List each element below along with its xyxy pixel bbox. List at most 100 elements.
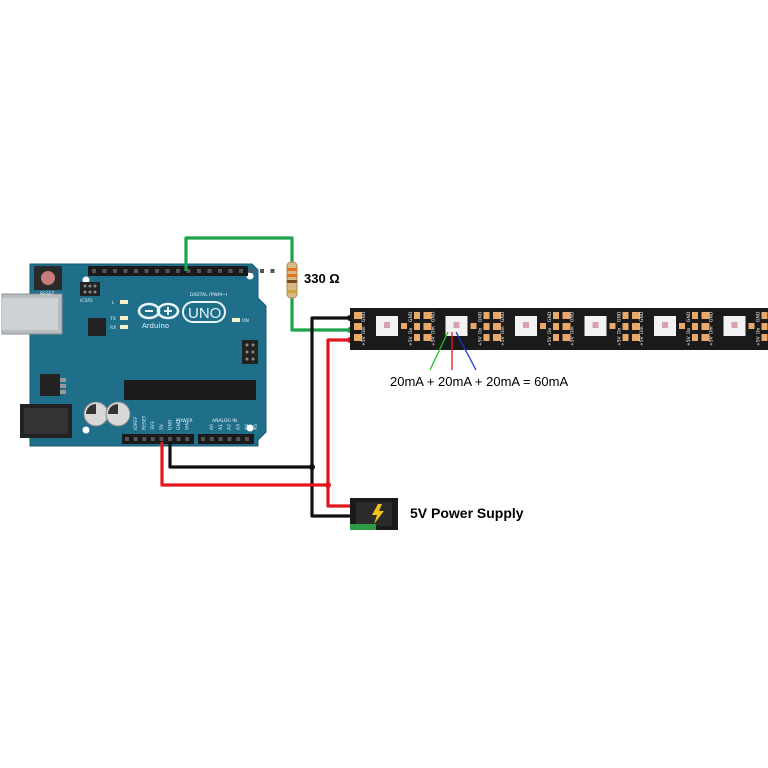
strip-pad [632, 334, 640, 341]
power-supply-jack [350, 498, 398, 530]
pad-label: GND [500, 311, 506, 322]
pad-label: +5V [361, 335, 367, 346]
header-pin [236, 437, 241, 441]
smd-component [401, 323, 407, 329]
pad-label: +5V [478, 335, 484, 346]
pad-label: Din [431, 326, 437, 334]
pad-label: GND [431, 311, 437, 322]
pin-label: IOREF [133, 416, 139, 430]
pin-label: A0 [209, 424, 215, 430]
pin-label: A3 [235, 424, 241, 430]
led-tx [120, 316, 128, 320]
smd-component [679, 323, 685, 329]
pad-label: Din [639, 326, 645, 334]
tx-label: TX [109, 316, 116, 322]
header-pin [227, 437, 232, 441]
pin-label: A2 [227, 424, 233, 430]
wires [160, 236, 353, 518]
pin-label: VIN [185, 422, 191, 430]
strip-pad [562, 334, 571, 341]
strip-pad [562, 323, 571, 330]
led-die [384, 322, 390, 328]
strip-pad [692, 312, 698, 319]
analog-header [198, 434, 254, 444]
pad-label: +5V [617, 335, 623, 346]
strip-pad [423, 334, 432, 341]
pad-label: Din [500, 326, 506, 334]
strip-pad [761, 334, 768, 341]
led-die [731, 322, 738, 328]
header-pin [228, 269, 233, 273]
pad-label: Do [408, 328, 414, 334]
resistor [286, 261, 298, 299]
pad-label: +5V [570, 335, 576, 346]
header-pin [176, 437, 181, 441]
pin-label: GND [167, 419, 173, 430]
header-pin [249, 269, 254, 273]
pad-label: GND [570, 311, 576, 322]
header-pin [176, 269, 180, 273]
pad-label: Din [709, 326, 715, 334]
strip-pad [692, 323, 698, 330]
data-wire-green [184, 236, 294, 271]
pad-label: Do [547, 328, 553, 334]
icsp2-label: ICSP2 [80, 298, 93, 304]
header-pin [207, 269, 212, 273]
strip-pad [354, 323, 362, 330]
pin-label: A4 [244, 424, 250, 430]
strip-pad [701, 312, 710, 319]
strip-pad [423, 323, 432, 330]
header-pin [92, 269, 96, 273]
rx-label: RX [110, 325, 116, 331]
pad-label: +5V [431, 335, 437, 346]
analog-label: ANALOG IN [212, 418, 237, 424]
gnd-wire-black-2 [310, 316, 350, 518]
pad-label: Do [617, 328, 623, 334]
led-die [453, 322, 460, 328]
led-rx [120, 325, 128, 329]
strip-pad [483, 334, 490, 341]
header-pin [165, 269, 170, 273]
strip-pad [483, 323, 490, 330]
power-wire-red [160, 442, 328, 487]
header-pin [134, 269, 138, 273]
smd-component [748, 323, 755, 329]
strip-pad [622, 334, 629, 341]
strip-pad [493, 323, 501, 330]
power-wire-red-2 [326, 338, 350, 508]
uno-text: UNO [188, 305, 221, 322]
on-label: ON [242, 318, 249, 324]
pad-label: GND [408, 311, 414, 322]
header-pin [239, 269, 243, 273]
arduino-brand: Arduino [142, 322, 169, 330]
strip-pad [692, 334, 698, 341]
strip-pad [493, 334, 501, 341]
header-pin [159, 437, 164, 441]
strip-pad [414, 334, 420, 341]
pad-label: +5V [500, 335, 506, 346]
header-pin [218, 269, 222, 273]
small-chip [88, 318, 106, 336]
strip-pad [414, 323, 420, 330]
strip-pad [553, 323, 559, 330]
smd-component [470, 323, 477, 329]
reset-button[interactable] [34, 266, 62, 290]
pin-label: A1 [218, 424, 224, 430]
header-pin [186, 269, 191, 273]
pad-label: GND [709, 311, 715, 322]
header-pin [150, 437, 155, 441]
led-die [523, 322, 529, 328]
header-pin [168, 437, 172, 441]
led-l [120, 300, 128, 304]
header-pin [209, 437, 214, 441]
strip-pad [423, 312, 432, 319]
pad-label: +5V [408, 335, 414, 346]
uno-logo: UNO [182, 301, 226, 323]
pin-label: 5V [159, 423, 165, 430]
strip-pad [354, 312, 362, 319]
pad-label: GND [361, 311, 367, 322]
strip-pad [622, 312, 629, 319]
header-pin [155, 269, 159, 273]
header-pin [185, 437, 190, 441]
